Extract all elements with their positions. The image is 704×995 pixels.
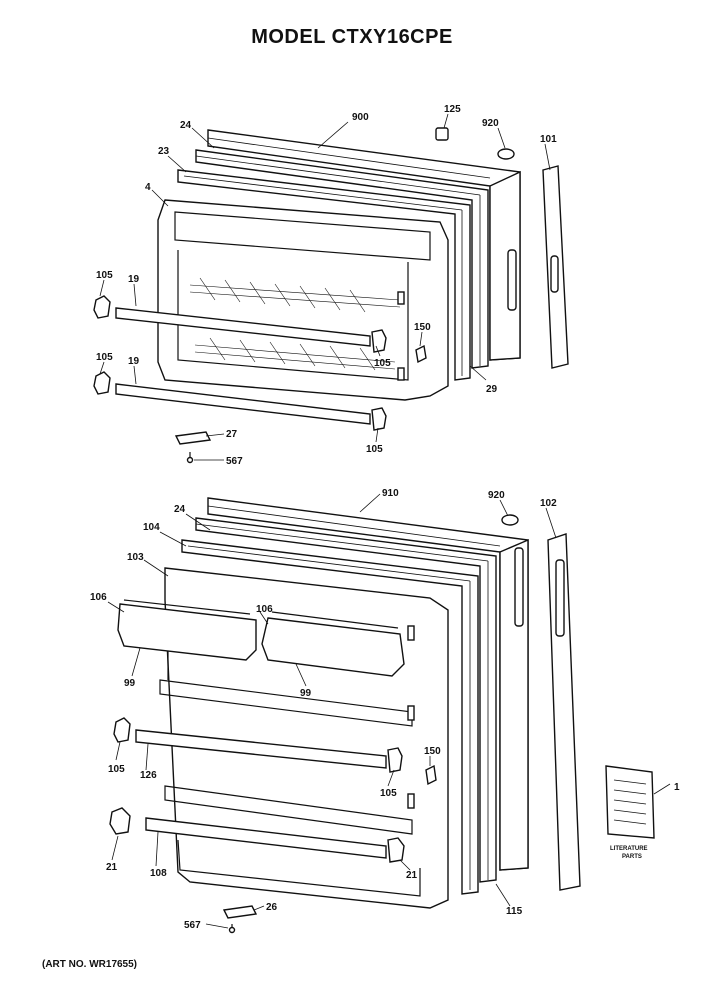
freezer-callouts: 900 125 920 101 24 23 4 105 19 105 19 15… <box>96 104 557 467</box>
callout-21: 21 <box>406 870 418 881</box>
freezer-plug <box>497 148 515 160</box>
fresh-food-door-assembly: LITERATURE PARTS <box>90 488 680 934</box>
freezer-door-assembly: 900 125 920 101 24 23 4 105 19 105 19 15… <box>93 104 569 467</box>
callout-99: 99 <box>124 678 136 689</box>
fresh-food-leader-lines <box>107 493 671 929</box>
callout-910: 910 <box>382 488 399 499</box>
callout-105: 105 <box>374 358 391 369</box>
literature-parts-label: PARTS <box>622 854 642 860</box>
callout-105: 105 <box>380 788 397 799</box>
callout-104: 104 <box>143 522 160 533</box>
callout-24: 24 <box>180 120 192 131</box>
freezer-bracket <box>174 431 212 464</box>
callout-106: 106 <box>90 592 107 603</box>
fresh-food-shelf-bars <box>135 729 387 859</box>
freezer-door-frame <box>177 169 471 381</box>
callout-24: 24 <box>174 504 186 515</box>
callout-115: 115 <box>506 906 523 917</box>
callout-1: 1 <box>674 782 680 793</box>
callout-99: 99 <box>300 688 312 699</box>
freezer-door-liner <box>157 199 449 401</box>
freezer-hinge-pin <box>415 344 427 364</box>
fresh-food-gasket <box>195 517 497 883</box>
fresh-food-plug <box>501 514 519 526</box>
callout-150: 150 <box>414 322 431 333</box>
callout-105: 105 <box>366 444 383 455</box>
fresh-food-bracket <box>222 905 258 934</box>
callout-126: 126 <box>140 770 157 781</box>
callout-150: 150 <box>424 746 441 757</box>
callout-567: 567 <box>184 920 201 931</box>
callout-19: 19 <box>128 274 140 285</box>
callout-105: 105 <box>108 764 125 775</box>
callout-23: 23 <box>158 146 170 157</box>
fresh-food-outer-door <box>207 497 529 871</box>
callout-29: 29 <box>486 384 498 395</box>
art-number: (ART NO. WR17655) <box>42 959 138 970</box>
freezer-leader-lines <box>99 113 551 461</box>
freezer-outer-door <box>207 129 521 361</box>
callout-900: 900 <box>352 112 369 123</box>
fresh-food-door-frame <box>181 539 479 895</box>
callout-102: 102 <box>540 498 557 509</box>
freezer-shelf-clips <box>93 295 387 431</box>
freezer-trim-strip <box>542 165 569 369</box>
callout-103: 103 <box>127 552 144 563</box>
fresh-food-trim-strip <box>547 533 581 891</box>
callout-19: 19 <box>128 356 140 367</box>
callout-4: 4 <box>145 182 151 193</box>
fresh-food-door-bins <box>117 599 405 677</box>
callout-26: 26 <box>266 902 278 913</box>
callout-105: 105 <box>96 352 113 363</box>
fresh-food-shelf-clips <box>109 717 405 863</box>
callout-21: 21 <box>106 862 118 873</box>
callout-101: 101 <box>540 134 557 145</box>
callout-125: 125 <box>444 104 461 115</box>
fresh-food-callouts: 910 920 102 24 104 103 106 106 99 99 105… <box>90 488 680 931</box>
callout-108: 108 <box>150 868 167 879</box>
literature-booklet: LITERATURE PARTS <box>605 765 655 860</box>
fresh-food-hinge-pin <box>425 764 437 786</box>
callout-920: 920 <box>482 118 499 129</box>
callout-920: 920 <box>488 490 505 501</box>
callout-27: 27 <box>226 429 238 440</box>
callout-567: 567 <box>226 456 243 467</box>
callout-106: 106 <box>256 604 273 615</box>
callout-105: 105 <box>96 270 113 281</box>
literature-label: LITERATURE <box>610 846 648 852</box>
freezer-shelf-bars <box>115 307 371 425</box>
page-title: MODEL CTXY16CPE <box>251 26 453 48</box>
freezer-cap <box>435 127 449 141</box>
